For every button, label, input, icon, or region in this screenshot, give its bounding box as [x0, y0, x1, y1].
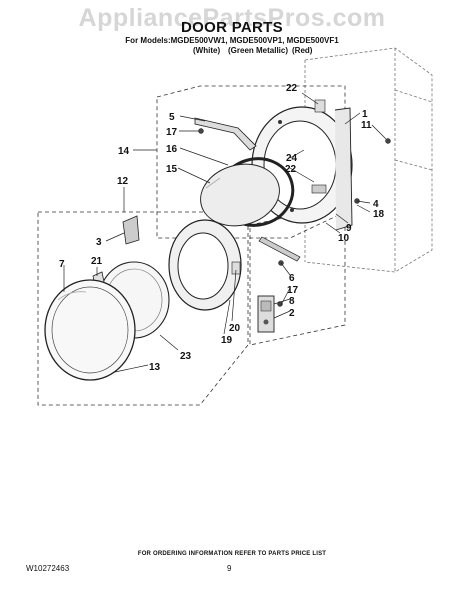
hinge-strip-part	[258, 236, 301, 262]
callout-1: 1	[362, 109, 368, 120]
callout-5: 5	[169, 112, 175, 123]
callout-16: 16	[166, 144, 178, 155]
callout-24: 24	[286, 153, 298, 164]
page-number: 9	[227, 564, 232, 573]
callout-21: 21	[91, 256, 103, 267]
callout-14: 14	[118, 146, 130, 157]
callout-19: 19	[221, 335, 233, 346]
callout-9: 9	[346, 223, 352, 234]
callout-2: 2	[289, 308, 295, 319]
callout-18: 18	[373, 209, 385, 220]
callout-7: 7	[59, 259, 65, 270]
color-label-red: (Red)	[292, 46, 313, 55]
inner-door-ring-part	[168, 219, 242, 311]
callout-3: 3	[96, 237, 102, 248]
document-number: W10272463	[26, 564, 70, 573]
callout-22-top: 22	[286, 83, 298, 94]
callout-6: 6	[289, 273, 295, 284]
callout-23: 23	[180, 351, 192, 362]
callout-10: 10	[338, 233, 350, 244]
watermark: AppliancePartsPros.com	[78, 4, 386, 32]
hinge-assembly-part	[257, 295, 275, 333]
callout-13: 13	[149, 362, 161, 373]
model-list: For Models:MGDE500VW1, MGDE500VP1, MGDE5…	[125, 36, 339, 45]
ordering-note: FOR ORDERING INFORMATION REFER TO PARTS …	[137, 551, 327, 557]
outer-glass-part	[200, 163, 280, 227]
door-panel-part	[44, 279, 136, 381]
latch-cover-part	[122, 215, 140, 245]
callout-15: 15	[166, 164, 178, 175]
color-label-green: (Green Metallic)	[228, 46, 289, 55]
hinge-bracket-part	[194, 117, 257, 151]
callout-11: 11	[361, 120, 372, 131]
leader-lines	[63, 92, 387, 373]
callout-12: 12	[117, 176, 129, 187]
callout-8: 8	[289, 296, 295, 307]
callout-4: 4	[373, 199, 379, 210]
callout-17-top: 17	[166, 127, 178, 138]
callout-22-mid: 22	[285, 164, 297, 175]
page-title: DOOR PARTS	[181, 19, 283, 36]
color-label-white: (White)	[193, 46, 221, 55]
callout-17-bottom: 17	[287, 285, 299, 296]
callout-20: 20	[229, 323, 241, 334]
callout-labels: 22 1 5 11 17 14 16 24 22 15 12 4 18 9 10…	[59, 83, 385, 373]
